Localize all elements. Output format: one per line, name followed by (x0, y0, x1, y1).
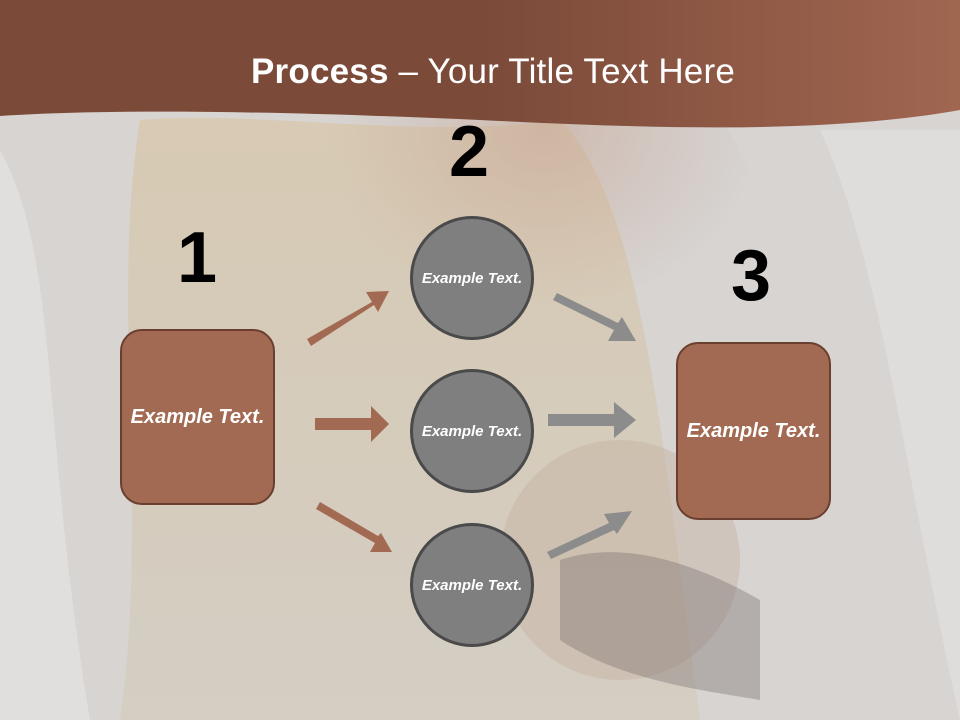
step-2-circle-bottom: Example Text. (410, 523, 534, 647)
step-2-circle-middle: Example Text. (410, 369, 534, 493)
step-number-1: 1 (177, 218, 218, 298)
step-number-2: 2 (449, 112, 490, 192)
circle-top-text: Example Text. (421, 269, 523, 287)
brown-arrow-up (307, 291, 389, 346)
step-1-text: Example Text. (130, 405, 265, 428)
gray-arrow-down (553, 293, 636, 341)
circle-bottom-text: Example Text. (421, 576, 523, 594)
header-band (0, 0, 960, 128)
gray-arrow-right (548, 402, 636, 438)
step-3-text: Example Text. (686, 419, 821, 442)
step-3-box: Example Text. (676, 342, 831, 520)
brown-arrow-down (316, 502, 392, 552)
step-2-circle-top: Example Text. (410, 216, 534, 340)
brown-arrow-right (315, 406, 389, 442)
title-rest: – Your Title Text Here (388, 52, 735, 91)
slide-title: Process – Your Title Text Here (0, 52, 960, 92)
title-bold: Process (251, 52, 389, 91)
step-1-box: Example Text. (120, 329, 275, 505)
gray-arrow-up (547, 511, 632, 559)
circle-middle-text: Example Text. (421, 422, 523, 440)
step-number-3: 3 (731, 236, 772, 316)
